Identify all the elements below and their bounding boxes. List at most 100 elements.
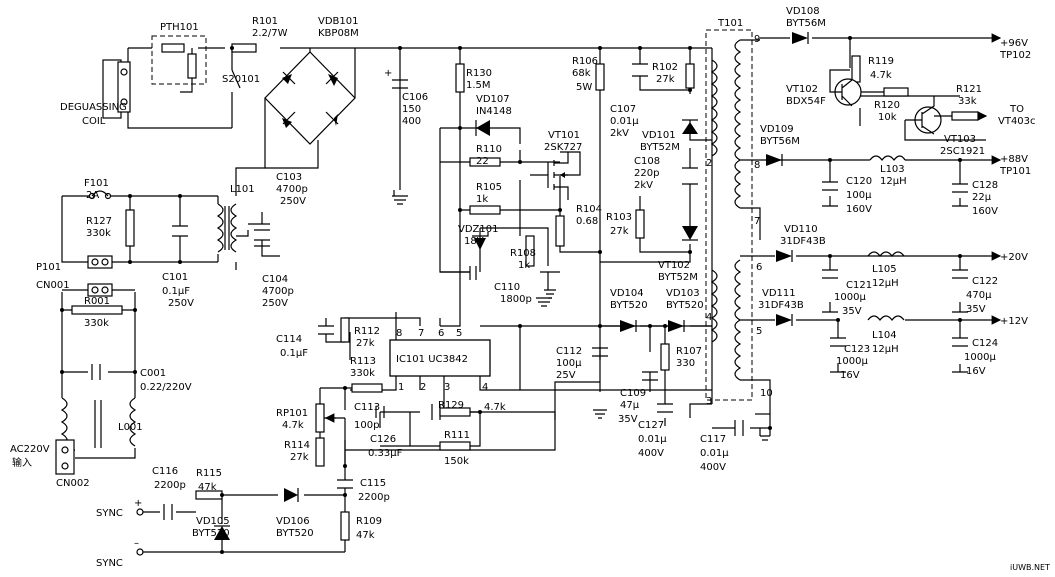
label-r103: R103 bbox=[606, 212, 632, 223]
label-pin1: 1 bbox=[398, 382, 404, 393]
label-vd108-value: BYT56M bbox=[786, 18, 826, 29]
c101-capacitor bbox=[172, 225, 188, 237]
label-vd111-value: 31DF43B bbox=[758, 300, 804, 311]
label-r113: R113 bbox=[350, 356, 376, 367]
label-sync-2: SYNC bbox=[96, 558, 123, 569]
label-c116-value: 2200p bbox=[154, 480, 186, 491]
label-t-pin5: 5 bbox=[756, 326, 762, 337]
label-c107-b: 2kV bbox=[610, 128, 629, 139]
label-r121: R121 bbox=[956, 84, 982, 95]
label-r104-value: 0.68 bbox=[576, 216, 598, 227]
label-r119: R119 bbox=[868, 56, 894, 67]
label-r121-value: 33k bbox=[958, 96, 977, 107]
label-pin8: 8 bbox=[396, 328, 402, 339]
label-r130: R130 bbox=[466, 68, 492, 79]
label-c117-a: 0.01µ bbox=[700, 448, 729, 459]
label-vd111: VD111 bbox=[762, 288, 796, 299]
label-vt102: VT102 bbox=[786, 84, 818, 95]
r106-resistor bbox=[595, 63, 605, 91]
label-c120-a: 100µ bbox=[846, 190, 872, 201]
label-r109: R109 bbox=[356, 516, 382, 527]
cn001-connector bbox=[62, 283, 135, 297]
label-c101-a: 0.1µF bbox=[162, 286, 190, 297]
label-t-pin2: 2 bbox=[706, 158, 712, 169]
vd110-diode bbox=[776, 250, 793, 262]
label-c127: C127 bbox=[638, 420, 664, 431]
label-c109: C109 bbox=[620, 388, 646, 399]
label-r106-b: 5W bbox=[576, 82, 592, 93]
vd105-diode bbox=[214, 525, 230, 540]
label-l105-value: 12µH bbox=[872, 278, 899, 289]
label-r110-value: 22 bbox=[476, 156, 489, 167]
label-c112-a: 100µ bbox=[556, 358, 582, 369]
label-ac220v: AC220V bbox=[10, 444, 50, 455]
r121-resistor bbox=[951, 111, 979, 121]
label-c124-a: 1000µ bbox=[964, 352, 996, 363]
label-c127-b: 400V bbox=[638, 448, 664, 459]
label-pin6: 6 bbox=[438, 328, 444, 339]
label-c103-b: 250V bbox=[280, 196, 306, 207]
label-vdb101-value: KBP08M bbox=[318, 28, 359, 39]
vd104-diode bbox=[620, 320, 637, 332]
p101-connector bbox=[87, 255, 113, 269]
label-vd103: VD103 bbox=[666, 288, 700, 299]
pth101-group bbox=[151, 35, 207, 93]
vt103-transistor bbox=[905, 96, 942, 135]
label-r130-value: 1.5M bbox=[466, 80, 491, 91]
r112-resistor bbox=[340, 317, 350, 343]
label-c124: C124 bbox=[972, 338, 998, 349]
label-r114: R114 bbox=[284, 440, 310, 451]
label-c114-value: 0.1µF bbox=[280, 348, 308, 359]
label-cn001: CN001 bbox=[36, 280, 70, 291]
label-c113-value: 100p bbox=[354, 420, 379, 431]
label-c117-b: 400V bbox=[700, 462, 726, 473]
label-c123-b: 16V bbox=[840, 370, 860, 381]
label-vt101: VT101 bbox=[548, 130, 580, 141]
r102-resistor bbox=[685, 63, 695, 89]
label-c121-a: 1000µ bbox=[834, 292, 866, 303]
vd111-diode bbox=[776, 314, 793, 326]
label-pin2: 2 bbox=[420, 382, 426, 393]
label-vd104: VD104 bbox=[610, 288, 644, 299]
label-t-pin4: 4 bbox=[706, 312, 712, 323]
label-c128-a: 22µ bbox=[972, 192, 992, 203]
label-f101-value: 2A bbox=[86, 190, 99, 201]
r114-resistor bbox=[315, 437, 325, 467]
label-r001-value: 330k bbox=[84, 318, 109, 329]
label-t-pin7: 7 bbox=[754, 216, 760, 227]
label-vt102-diode-value: BYT52M bbox=[658, 272, 698, 283]
l105-inductor bbox=[867, 251, 905, 257]
label-p101: P101 bbox=[36, 262, 61, 273]
pth101-box bbox=[151, 35, 207, 85]
label-c106: C106 bbox=[402, 92, 428, 103]
label-c108-b: 2kV bbox=[634, 180, 653, 191]
label-r115: R115 bbox=[196, 468, 222, 479]
label-c103: C103 bbox=[276, 172, 302, 183]
c122-capacitor bbox=[952, 269, 968, 279]
label-sync-minus: – bbox=[134, 538, 139, 549]
label-c104: C104 bbox=[262, 274, 288, 285]
label-c104-b: 250V bbox=[262, 298, 288, 309]
label-r001: R001 bbox=[84, 296, 110, 307]
r104-resistor bbox=[555, 215, 565, 247]
rp101-potentiometer bbox=[315, 403, 336, 433]
c117-capacitor bbox=[734, 420, 744, 436]
label-c115: C115 bbox=[360, 478, 386, 489]
label-vdb101: VDB101 bbox=[318, 16, 359, 27]
c121-capacitor bbox=[822, 269, 838, 279]
label-to: TO bbox=[1009, 104, 1024, 115]
r101-resistor bbox=[231, 43, 257, 53]
t101-transformer bbox=[705, 29, 761, 401]
c110-capacitor bbox=[440, 266, 477, 280]
label-c123: C123 bbox=[844, 344, 870, 355]
l001-choke bbox=[60, 397, 137, 448]
label-r106-a: 68k bbox=[572, 68, 591, 79]
label-pin7: 7 bbox=[418, 328, 424, 339]
label-c124-b: 16V bbox=[966, 366, 986, 377]
r113-resistor bbox=[351, 383, 383, 393]
label-t-pin10: 10 bbox=[760, 388, 773, 399]
ground-symbols bbox=[392, 190, 770, 441]
label-vdz101: VDZ101 bbox=[458, 224, 498, 235]
label-ac-input: 输入 bbox=[12, 456, 32, 469]
label-c122: C122 bbox=[972, 276, 998, 287]
